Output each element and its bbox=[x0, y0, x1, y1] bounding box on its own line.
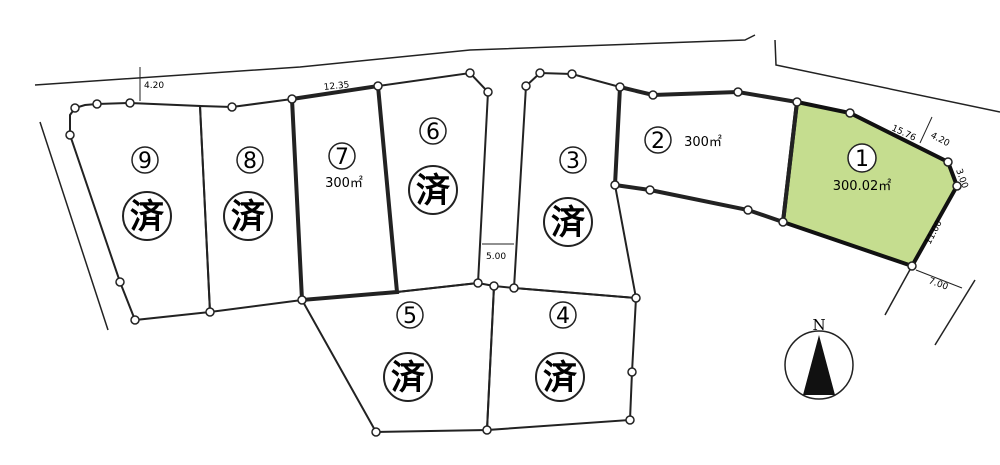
lot-1-label: 1 300.02㎡ bbox=[833, 143, 892, 194]
svg-text:7: 7 bbox=[335, 145, 349, 170]
svg-text:1: 1 bbox=[855, 147, 869, 172]
lot-2-area[interactable] bbox=[612, 84, 800, 225]
boundary-points bbox=[65, 68, 962, 437]
svg-text:済: 済 bbox=[130, 197, 165, 237]
road-boundary-top bbox=[34, 34, 756, 86]
road-boundary-right2 bbox=[884, 265, 913, 316]
dim-center-road: 5.00 bbox=[486, 252, 506, 262]
lot-9-area[interactable] bbox=[69, 101, 212, 322]
svg-text:9: 9 bbox=[138, 149, 152, 174]
dimension-lines bbox=[139, 67, 963, 289]
svg-text:済: 済 bbox=[231, 197, 266, 237]
svg-text:済: 済 bbox=[391, 358, 426, 398]
svg-text:6: 6 bbox=[426, 120, 440, 145]
lot-7-label: 7 300㎡ bbox=[325, 142, 363, 191]
svg-text:300㎡: 300㎡ bbox=[325, 176, 363, 191]
lot-9-label: 9 済 bbox=[122, 146, 172, 241]
svg-text:N: N bbox=[812, 316, 825, 334]
lot-7-area[interactable] bbox=[289, 83, 400, 303]
dim-lot1-side-road: 7.00 bbox=[927, 276, 950, 292]
road-boundary-top-right bbox=[774, 39, 1000, 113]
svg-text:300.02㎡: 300.02㎡ bbox=[833, 179, 892, 194]
road-boundary-left bbox=[39, 121, 109, 331]
svg-text:5: 5 bbox=[403, 304, 417, 329]
lot-2-label: 2 300㎡ bbox=[644, 126, 722, 154]
lot-6-label: 6 済 bbox=[408, 117, 458, 215]
dim-lot7-frontage: 12.35 bbox=[323, 80, 350, 93]
svg-text:済: 済 bbox=[543, 358, 578, 398]
svg-text:4: 4 bbox=[556, 304, 570, 329]
svg-text:2: 2 bbox=[651, 129, 665, 154]
lot-5-label: 5 済 bbox=[383, 301, 433, 402]
lot-3-label: 3 済 bbox=[543, 146, 593, 247]
lot-8-label: 8 済 bbox=[223, 146, 273, 241]
svg-text:済: 済 bbox=[416, 171, 451, 211]
road-boundary-right bbox=[934, 279, 976, 346]
dim-lot1-road: 4.20 bbox=[929, 131, 952, 149]
north-arrow: N bbox=[784, 316, 854, 400]
dim-top-road: 4.20 bbox=[144, 81, 164, 91]
svg-text:8: 8 bbox=[243, 149, 257, 174]
lot-4-label: 4 済 bbox=[535, 301, 585, 402]
svg-text:3: 3 bbox=[566, 149, 580, 174]
svg-text:済: 済 bbox=[551, 203, 586, 243]
svg-text:300㎡: 300㎡ bbox=[684, 135, 722, 150]
